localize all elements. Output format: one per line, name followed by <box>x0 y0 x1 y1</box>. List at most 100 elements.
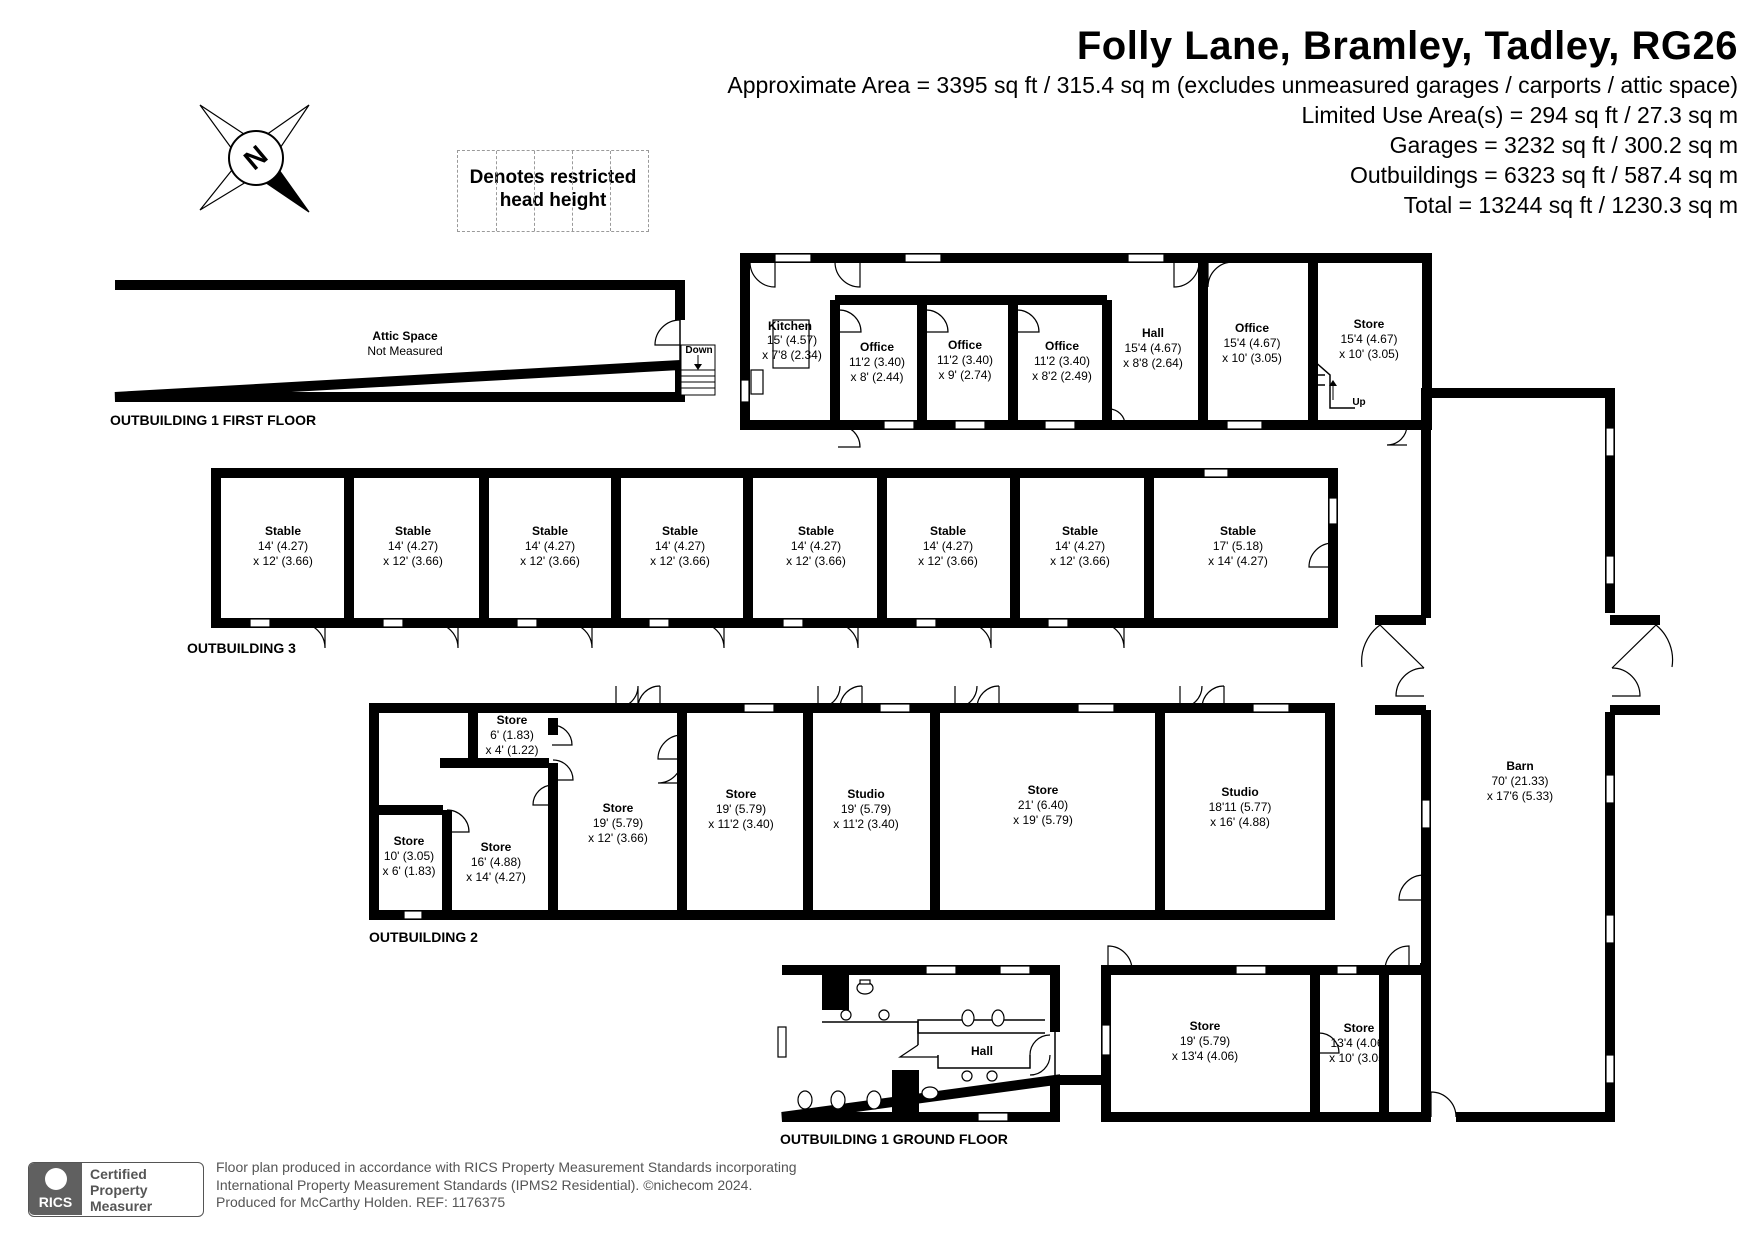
room-studio2-dim2: x 16' (4.88) <box>1210 815 1270 829</box>
room-office3-dim2: x 8'2 (2.49) <box>1032 369 1092 383</box>
footer-line1: Floor plan produced in accordance with R… <box>216 1159 797 1175</box>
outbuilding1-ground-floor: Hall Store 19' (5.79) x 13'4 (4.06) Stor… <box>777 945 1431 1122</box>
rics-logo: RICS <box>29 1163 82 1215</box>
barn: Barn 70' (21.33) x 17'6 (5.33) <box>1361 388 1674 1122</box>
room-office1-dim2: x 8' (2.44) <box>851 370 904 384</box>
room-stable1-dim2: x 12' (3.66) <box>253 554 313 568</box>
restricted-height-legend: Denotes restricted head height <box>457 150 649 232</box>
legend-line2: head height <box>499 190 607 211</box>
rics-emblem-icon <box>44 1168 67 1190</box>
room-store-f-dim2: x 19' (5.79) <box>1013 813 1073 827</box>
toilet-icon <box>797 979 1005 1110</box>
room-store-small-dim1: 6' (1.83) <box>490 728 534 742</box>
room-stable7-name: Stable <box>1062 524 1098 538</box>
room-stable2-name: Stable <box>395 524 431 538</box>
room-stable3-name: Stable <box>532 524 568 538</box>
room-studio1-name: Studio <box>847 787 884 801</box>
room-stable8-dim2: x 14' (4.27) <box>1208 554 1268 568</box>
area-outbuildings: Outbuildings = 6323 sq ft / 587.4 sq m <box>1349 162 1738 188</box>
compass-icon: N <box>199 104 310 213</box>
room-stable4-dim2: x 12' (3.66) <box>650 554 710 568</box>
label-outbuilding2: OUTBUILDING 2 <box>369 929 478 945</box>
room-barn-name: Barn <box>1506 759 1533 773</box>
room-stable3-dim1: 14' (4.27) <box>525 539 575 553</box>
room-stable4-dim1: 14' (4.27) <box>655 539 705 553</box>
room-store-h-dim2: x 10' (3.05) <box>1329 1051 1389 1065</box>
room-store-small-dim2: x 4' (1.22) <box>486 743 539 757</box>
room-attic-name: Attic Space <box>372 329 438 343</box>
room-stable1-name: Stable <box>265 524 301 538</box>
room-store-f-dim1: 21' (6.40) <box>1018 798 1068 812</box>
room-office2-dim1: 11'2 (3.40) <box>937 353 993 367</box>
room-office2-name: Office <box>948 338 982 352</box>
label-outbuilding1-ground: OUTBUILDING 1 GROUND FLOOR <box>780 1131 1008 1147</box>
page-title: Folly Lane, Bramley, Tadley, RG26 <box>1076 24 1738 68</box>
room-store-d-dim1: 19' (5.79) <box>593 816 643 830</box>
room-store-c-dim1: 16' (4.88) <box>471 855 521 869</box>
room-office3-dim1: 11'2 (3.40) <box>1034 354 1090 368</box>
room-office4-dim1: 15'4 (4.67) <box>1224 336 1281 350</box>
room-stable7-dim2: x 12' (3.66) <box>1050 554 1110 568</box>
room-office3-name: Office <box>1045 339 1079 353</box>
room-stable5-dim2: x 12' (3.66) <box>786 554 846 568</box>
badge-text: Certified Property Measurer <box>82 1163 152 1216</box>
room-store-e-name: Store <box>726 787 757 801</box>
rics-badge: RICS Certified Property Measurer <box>28 1162 204 1217</box>
badge-line3: Measurer <box>90 1198 153 1214</box>
room-office1-dim1: 11'2 (3.40) <box>849 355 905 369</box>
area-garages: Garages = 3232 sq ft / 300.2 sq m <box>1389 132 1738 158</box>
room-store-h-dim1: 13'4 (4.06) <box>1331 1036 1388 1050</box>
legend-line1: Denotes restricted <box>469 167 637 188</box>
area-approximate: Approximate Area = 3395 sq ft / 315.4 sq… <box>727 72 1738 98</box>
room-kitchen-dim1: 15' (4.57) <box>767 333 817 347</box>
outbuilding2 <box>369 685 1335 920</box>
room-store-top-dim1: 15'4 (4.67) <box>1341 332 1398 346</box>
outbuilding2-labels: Store 6' (1.83) x 4' (1.22) Store 10' (3… <box>383 713 1272 884</box>
office-block: Up Kitchen 15' (4.57) x 7'8 (2.34) Offic… <box>740 253 1432 448</box>
room-store-d-dim2: x 12' (3.66) <box>588 831 648 845</box>
header: Folly Lane, Bramley, Tadley, RG26 Approx… <box>727 22 1738 220</box>
outbuilding3-stables <box>211 468 1338 649</box>
room-kitchen-name: Kitchen <box>768 319 812 333</box>
room-store-b-name: Store <box>394 834 425 848</box>
room-store-h-name: Store <box>1344 1021 1375 1035</box>
room-studio2-name: Studio <box>1221 785 1258 799</box>
badge-line2: Property <box>90 1182 148 1198</box>
room-store-f-name: Store <box>1028 783 1059 797</box>
room-studio2-dim1: 18'11 (5.77) <box>1209 800 1272 814</box>
room-stable8-dim1: 17' (5.18) <box>1213 539 1263 553</box>
room-stable6-dim2: x 12' (3.66) <box>918 554 978 568</box>
label-outbuilding1-first: OUTBUILDING 1 FIRST FLOOR <box>110 412 316 428</box>
room-barn-dim2: x 17'6 (5.33) <box>1487 789 1553 803</box>
room-office4-name: Office <box>1235 321 1269 335</box>
room-stable1-dim1: 14' (4.27) <box>258 539 308 553</box>
stairs-up-label: Up <box>1352 397 1365 408</box>
room-studio1-dim1: 19' (5.79) <box>841 802 891 816</box>
footer-text: Floor plan produced in accordance with R… <box>216 1159 797 1212</box>
sink-icon <box>840 1009 998 1082</box>
rics-mark-text: RICS <box>38 1194 73 1210</box>
room-store-g-dim1: 19' (5.79) <box>1180 1034 1230 1048</box>
room-office1-name: Office <box>860 340 894 354</box>
room-hall-top-dim1: 15'4 (4.67) <box>1125 341 1182 355</box>
room-store-c-dim2: x 14' (4.27) <box>466 870 526 884</box>
room-barn-dim1: 70' (21.33) <box>1492 774 1549 788</box>
stairs-up <box>1312 359 1355 409</box>
room-stable2-dim1: 14' (4.27) <box>388 539 438 553</box>
stairs-down-label: Down <box>685 345 712 356</box>
room-store-g-name: Store <box>1190 1019 1221 1033</box>
room-store-g-dim2: x 13'4 (4.06) <box>1172 1049 1238 1063</box>
room-stable4-name: Stable <box>662 524 698 538</box>
room-store-e-dim1: 19' (5.79) <box>716 802 766 816</box>
room-stable7-dim1: 14' (4.27) <box>1055 539 1105 553</box>
room-stable3-dim2: x 12' (3.66) <box>520 554 580 568</box>
label-outbuilding3: OUTBUILDING 3 <box>187 640 296 656</box>
room-store-c-name: Store <box>481 840 512 854</box>
room-store-b-dim1: 10' (3.05) <box>384 849 434 863</box>
room-studio1-dim2: x 11'2 (3.40) <box>833 817 898 831</box>
room-office2-dim2: x 9' (2.74) <box>939 368 992 382</box>
room-store-e-dim2: x 11'2 (3.40) <box>708 817 773 831</box>
room-stable6-dim1: 14' (4.27) <box>923 539 973 553</box>
footer-line2: International Property Measurement Stand… <box>216 1176 753 1193</box>
room-stable5-name: Stable <box>798 524 834 538</box>
